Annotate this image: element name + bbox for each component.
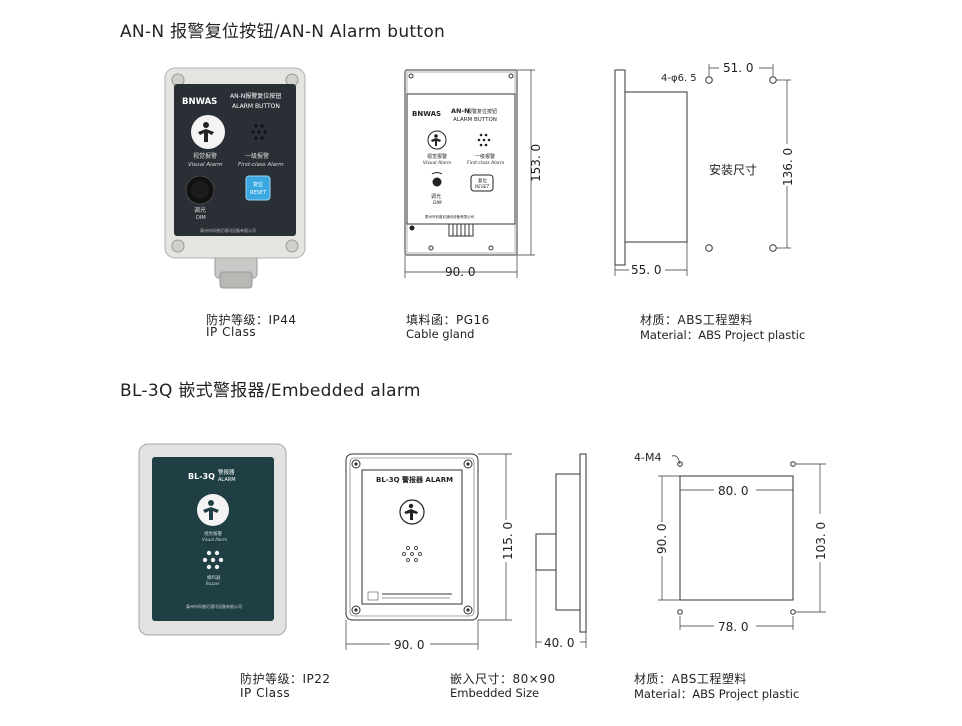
section1-title: AN-N 报警复位按钮/AN-N Alarm button [120,22,446,42]
photo1-reset-en: RESET [250,190,267,196]
front1-first-en: First-class Alarm [467,160,505,166]
an-n-front-drawing: BNWAS AN-N 报警复位按钮 ALARM BUTTON 视觉报警 Visu… [404,69,543,279]
front1-model: AN-N [451,107,470,115]
s2-caption1-line2: IP Class [240,686,291,700]
bl-3q-product-photo: BL-3Q 警报器 ALARM 视觉报警 Visual Alarm 蜂鸣器 Bu… [138,443,287,636]
front1-model-en: ALARM BUTTON [453,117,497,123]
install1-top-dim: 51. 0 [723,61,754,75]
front1-visual-en: Visual Alarm [423,160,452,166]
front2-buzzer-icon [402,546,422,562]
install1-bottom-dim: 55. 0 [631,263,662,277]
photo1-visual-cn: 视觉报警 [193,152,217,160]
photo2-visual-en: Visual Alarm [202,537,227,542]
photo2-company: 泰州市科普尼通讯设备有限公司 [186,603,242,609]
an-n-product-photo: BNWAS AN-N报警复位按钮 ALARM BUTTON 视觉报警 Visua… [164,67,306,289]
photo2-alarm-person-icon [203,500,219,520]
front1-reset-cn: 复位 [478,177,487,184]
install1-label: 安装尺寸 [709,162,757,177]
section2-title: BL-3Q 嵌式警报器/Embedded alarm [120,381,421,401]
s2-caption3-line2: Material：ABS Project plastic [634,687,800,701]
s1-caption1-line2: IP Class [206,325,257,339]
photo2-model-cn: 警报器 [218,468,235,476]
s1-caption1-line1: 防护等级：IP44 [206,313,297,327]
mount2-holes-label: 4-M4 [634,451,661,464]
alarm-person-icon [198,122,214,142]
front2-width-dim: 90. 0 [394,638,425,652]
photo1-model-en: ALARM BUTTON [232,103,280,110]
photo1-dim-en: DIM [196,215,206,221]
buzzer-holes-icon [251,124,267,140]
front1-model-cn: 报警复位按钮 [467,108,497,115]
front1-dim-cn: 调光 [431,193,441,200]
front2-alarm-person-icon [404,503,418,520]
front1-reset-en: RESET [475,184,491,190]
front1-buzzer-icon [477,133,491,147]
s1-caption2-line2: Cable gland [406,327,475,341]
mount2-top-dim: 80. 0 [718,484,749,498]
front1-width-dim: 90. 0 [445,265,476,279]
photo1-first-en: First-class Alarm [238,162,284,168]
front1-alarm-person-icon [431,134,441,146]
front1-brand: BNWAS [412,110,441,118]
s1-caption2-line1: 填料函：PG16 [406,313,490,327]
side2-depth-dim: 40. 0 [544,636,575,650]
photo1-visual-en: Visual Alarm [188,162,223,168]
photo1-company: 泰州市科普尼通讯设备有限公司 [200,227,256,233]
mount2-bottom-dim: 78. 0 [718,620,749,634]
front2-height-dim: 115. 0 [501,522,515,560]
s2-caption2-line1: 嵌入尺寸：80×90 [450,672,556,686]
bl-3q-side-drawing: 40. 0 [535,453,587,650]
mount2-right-dim: 103. 0 [814,522,828,560]
install1-right-dim: 136. 0 [781,148,795,186]
install1-holes-label: 4-φ6. 5 [661,73,697,84]
front1-company: 泰州市科普尼通讯设备有限公司 [425,214,474,219]
photo1-model-cn: AN-N报警复位按钮 [230,92,281,100]
front2-label: BL-3Q 警报器 ALARM [376,475,453,484]
photo1-reset-cn: 复位 [253,181,263,188]
s1-caption3-line1: 材质：ABS工程塑料 [640,313,753,327]
front1-visual-cn: 视觉报警 [427,153,447,160]
an-n-install-drawing: 4-φ6. 5 51. 0 136. 0 安装尺寸 55. 0 [614,60,795,277]
photo2-model-en: ALARM [218,477,236,483]
s2-caption3-line1: 材质：ABS工程塑料 [634,672,747,686]
photo1-brand: BNWAS [182,97,217,107]
photo2-buzzer-en: Buzzer [206,581,220,586]
mount2-left-dim: 90. 0 [655,523,669,554]
front1-dim-en: DIM [433,200,442,206]
s2-caption2-line2: Embedded Size [450,686,540,700]
bl-3q-front-drawing: BL-3Q 警报器 ALARM 115. 0 90. 0 [345,453,515,652]
photo1-dim-cn: 调光 [194,206,206,214]
photo2-buzzer-cn: 蜂鸣器 [207,574,221,581]
photo2-visual-cn: 视觉报警 [204,530,222,537]
front1-height-dim: 153. 0 [529,144,543,182]
photo1-first-cn: 一级报警 [245,152,269,160]
s2-caption1-line1: 防护等级：IP22 [240,672,331,686]
photo2-model: BL-3Q [188,472,215,481]
photo2-buzzer-icon [202,550,224,570]
s1-caption3-line2: Material：ABS Project plastic [640,328,806,342]
bl-3q-mount-drawing: 4-M4 80. 0 90. 0 103. 0 78. 0 [634,451,828,634]
front1-first-cn: 一级报警 [475,153,495,160]
